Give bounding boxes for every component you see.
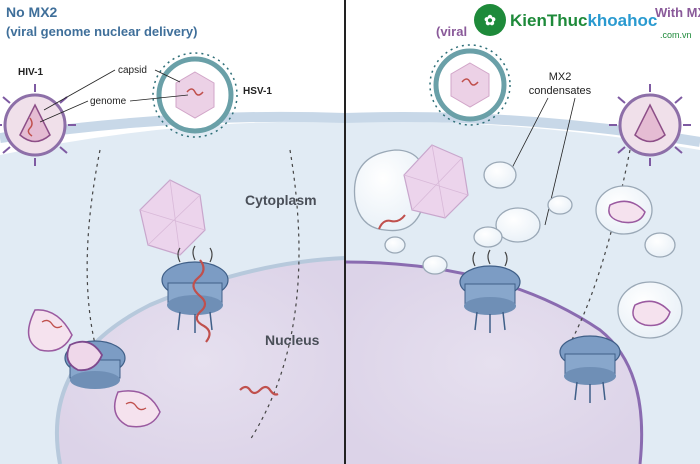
hiv-capsid-left-2 bbox=[66, 340, 104, 372]
left-title: No MX2 bbox=[6, 4, 58, 20]
condensate-medium-1 bbox=[495, 207, 541, 243]
capsid-label: capsid bbox=[118, 65, 147, 76]
genome-pointer-hiv bbox=[39, 100, 89, 123]
mx2-label-line2: condensates bbox=[529, 85, 592, 97]
mx2-label-line1: MX2 bbox=[549, 71, 572, 83]
hiv-capsid-trapped-1 bbox=[608, 200, 646, 224]
hsv-capsid-trapped bbox=[378, 144, 469, 230]
left-nuclear-envelope bbox=[54, 256, 346, 464]
hsv-capsid-docked-left bbox=[139, 179, 206, 256]
cytoplasm-label: Cytoplasm bbox=[245, 192, 317, 208]
hiv-virion-right bbox=[609, 84, 691, 166]
hsv-label: HSV-1 bbox=[243, 86, 272, 97]
nuclear-pore-right-1 bbox=[459, 249, 521, 333]
condensate-small-4 bbox=[384, 236, 406, 254]
right-nucleus bbox=[345, 262, 642, 464]
condensate-small-3 bbox=[422, 255, 448, 275]
condensate-small-1 bbox=[483, 161, 517, 189]
hiv-capsid-left-3 bbox=[113, 390, 161, 428]
hsv-virion-right bbox=[429, 44, 511, 126]
hsv-virion-left bbox=[152, 52, 238, 138]
right-title-partial: With MX2 bbox=[655, 5, 700, 20]
genome-label: genome bbox=[90, 96, 127, 107]
nuclear-pore-right-2 bbox=[559, 335, 621, 403]
site-watermark: ✿ KienThuckhoahoc .com.vn bbox=[474, 4, 692, 40]
right-subtitle-partial: (viral bbox=[436, 24, 467, 39]
watermark-logo-glyph: ✿ bbox=[484, 12, 496, 28]
nucleus-label: Nucleus bbox=[265, 332, 320, 348]
capsid-pointer-hsv bbox=[154, 69, 181, 83]
condensate-small-5 bbox=[547, 195, 573, 215]
condensate-small-2 bbox=[473, 226, 503, 248]
watermark-brand: KienThuckhoahoc bbox=[510, 11, 657, 30]
condensate-small-6 bbox=[644, 232, 676, 258]
free-genome-nucleus bbox=[239, 385, 279, 396]
hiv-capsid-trapped-2 bbox=[632, 300, 671, 327]
hiv-virion-left bbox=[0, 84, 76, 166]
hsv-genome-entering bbox=[192, 259, 211, 343]
hiv-label: HIV-1 bbox=[18, 67, 43, 78]
mx2-pointer-1 bbox=[511, 97, 549, 169]
watermark-domain: .com.vn bbox=[660, 30, 692, 40]
watermark-logo-icon bbox=[474, 4, 506, 36]
capsid-pointer-hiv bbox=[43, 69, 116, 111]
genome-pointer-hsv bbox=[129, 94, 189, 102]
left-subtitle: (viral genome nuclear delivery) bbox=[6, 24, 197, 39]
hiv-capsid-left-1 bbox=[27, 309, 73, 352]
hsv-path-left bbox=[249, 149, 300, 441]
